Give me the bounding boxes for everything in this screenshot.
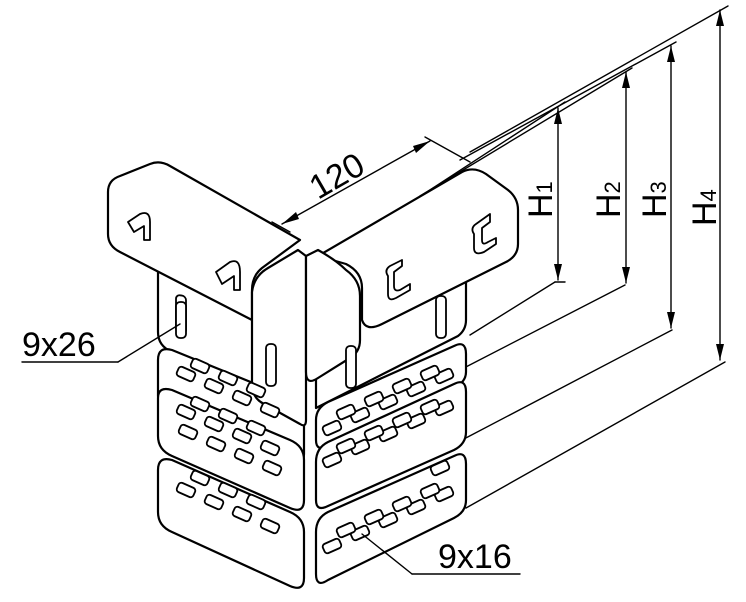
perforation-slot (231, 389, 253, 407)
perforation-slot (259, 401, 281, 419)
perforation-slot (335, 437, 357, 455)
width-dimension (271, 136, 471, 233)
perforation-slot (245, 493, 267, 511)
perforation-slot (321, 537, 343, 555)
svg-text:H1: H1 (522, 181, 560, 218)
perforation-slot (419, 364, 441, 382)
leader-lines (21, 323, 521, 575)
perforation-slot (363, 508, 385, 526)
perforation-slot (261, 459, 283, 477)
perforation-slot (231, 427, 253, 445)
perforation-slot (349, 406, 371, 424)
perforation-slot (377, 425, 399, 443)
right-flange (304, 168, 520, 382)
perforation-slot (175, 365, 197, 383)
perforation-slot (391, 411, 413, 429)
svg-text:H2: H2 (590, 181, 628, 218)
perforation-slot (175, 403, 197, 421)
perforation-slot (405, 380, 427, 398)
perforation-slots (175, 357, 455, 555)
slot-label-9x26: 9x26 (22, 326, 96, 364)
perforation-slot (245, 381, 267, 399)
perforation-slot (203, 493, 225, 511)
perforation-slot (363, 390, 385, 408)
perforation-slot (419, 482, 441, 500)
tab-cutouts (127, 212, 497, 301)
perforation-slot (419, 398, 441, 416)
svg-text:H3: H3 (636, 181, 674, 218)
perforation-slot (377, 393, 399, 411)
perforation-slot (203, 415, 225, 433)
h4-label: H4 (686, 189, 724, 226)
perforation-slot (433, 367, 455, 385)
perforation-slot (233, 447, 255, 465)
perforation-slot (177, 423, 199, 441)
perforation-slot (189, 469, 211, 487)
perforation-slot (391, 377, 413, 395)
perforation-slot (245, 419, 267, 437)
perforation-slot (349, 438, 371, 456)
width-label: 120 (303, 146, 371, 207)
perforation-slot (175, 481, 197, 499)
h1-label: H1 (522, 181, 560, 218)
perforation-slot (405, 412, 427, 430)
height-dimension-lines (329, 5, 729, 509)
perforation-slot (203, 377, 225, 395)
perforation-slot (205, 435, 227, 453)
perforation-slot (217, 481, 239, 499)
perforation-slot (321, 451, 343, 469)
perforation-slot (217, 407, 239, 425)
perforation-slot (259, 517, 281, 535)
perforation-slot (231, 505, 253, 523)
h2-label: H2 (590, 181, 628, 218)
perforation-slot (259, 439, 281, 457)
perforation-slot (391, 495, 413, 513)
svg-text:H4: H4 (686, 189, 724, 226)
perforation-slot (429, 459, 451, 477)
perforation-slot (377, 511, 399, 529)
slot-label-9x16: 9x16 (438, 538, 512, 576)
perforation-slot (217, 369, 239, 387)
perforation-slot (363, 424, 385, 442)
vertical-slots (175, 294, 447, 389)
h3-label: H3 (636, 181, 674, 218)
perforation-slot (335, 403, 357, 421)
perforation-slot (433, 399, 455, 417)
perforation-slot (433, 485, 455, 503)
perforation-slot (189, 357, 211, 375)
perforation-slot (189, 395, 211, 413)
perforation-slot (321, 419, 343, 437)
perforation-slot (335, 521, 357, 539)
perforation-slot (349, 524, 371, 542)
perforation-slot (405, 498, 427, 516)
